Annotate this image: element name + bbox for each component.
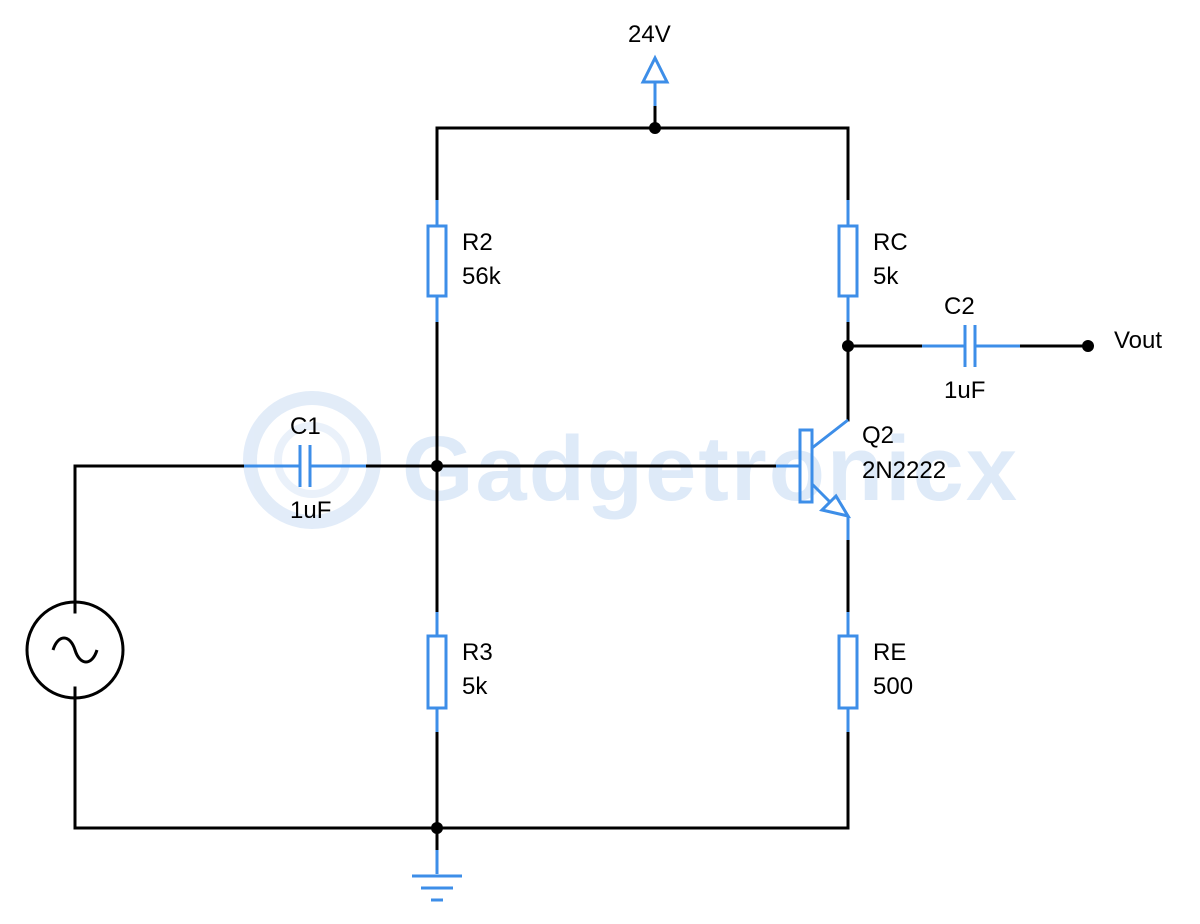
watermark-text: Gadgetronicx [402,418,1019,520]
c2-ref: C2 [944,293,975,320]
re-ref: RE [873,639,906,666]
q2-value: 2N2222 [862,457,946,484]
sine-wave-icon [51,636,99,664]
capacitor-c2: C2 1uF [922,293,1020,404]
ac-source-circle [25,600,125,700]
q2-collector-lead [811,418,849,450]
r3-ref: R3 [462,639,493,666]
watermark-logo-inner-ring [274,422,350,498]
supply-arrow-head [640,54,670,84]
rc-value: 5k [873,263,899,290]
wires [73,104,1090,852]
c2-value: 1uF [944,377,985,404]
supply-symbol: 24V [628,21,671,106]
vout-label: Vout [1114,327,1162,354]
supply-label: 24V [628,21,671,48]
r2-ref: R2 [462,229,493,256]
vout-terminal [1082,340,1094,352]
transistor-q2: Q2 2N2222 [776,418,946,540]
junction-base [431,460,443,472]
rc-ref: RC [873,229,908,256]
resistor-r3: R3 5k [426,612,493,732]
r2-value: 56k [462,263,502,290]
junctions [431,122,1094,834]
q2-emitter-arrow [819,493,852,519]
ac-source [25,600,125,700]
r3-value: 5k [462,673,488,700]
junction-ground [431,822,443,834]
resistor-rc: RC 5k [837,200,908,322]
resistor-re: RE 500 [837,612,913,732]
watermark-logo-ring [243,391,381,529]
capacitor-c1: C1 1uF [244,413,366,524]
junction-top [649,122,661,134]
ground-symbol [412,850,462,902]
c1-ref: C1 [290,413,321,440]
re-value: 500 [873,673,913,700]
junction-collector [842,340,854,352]
q2-ref: Q2 [862,422,894,449]
q2-emitter-lead [810,482,832,504]
c1-value: 1uF [290,497,331,524]
watermark: Gadgetronicx [243,391,1019,529]
resistor-r2: R2 56k [426,200,502,322]
q2-base-bar [798,428,814,504]
